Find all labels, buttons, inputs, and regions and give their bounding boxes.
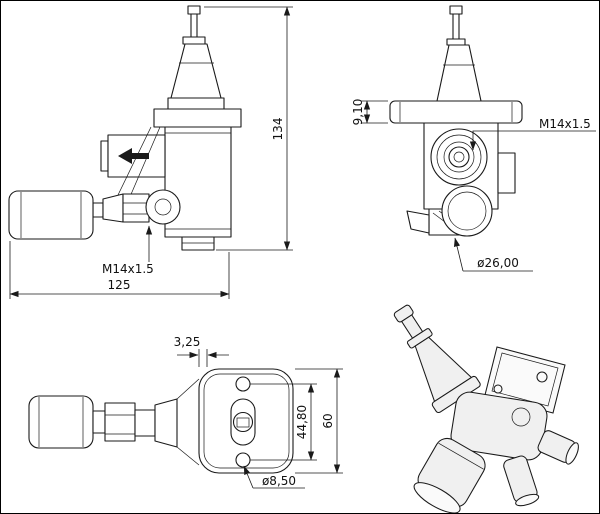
side-tab [497, 152, 516, 194]
nipple [92, 202, 104, 218]
spring-cone [170, 43, 222, 99]
primer-knob [187, 5, 201, 15]
view-mounting-plate: 3,25 44,80 60 ø8,50 [28, 335, 343, 489]
banjo-fitting [145, 189, 181, 225]
spring-cone-front [436, 44, 482, 102]
iso-primer [393, 304, 481, 414]
iso-small-cylinder [503, 455, 540, 507]
dim-overall-length-label: 125 [108, 278, 131, 292]
dim-total-height: 134 [204, 6, 293, 251]
label-front-thread: M14x1.5 [469, 117, 596, 151]
primer-knob-front [449, 5, 463, 15]
threaded-boss [430, 128, 488, 186]
dim-overall-length: 125 [9, 241, 230, 299]
dim-plate-offset: 3,25 [174, 335, 229, 367]
view-side-elevation: 134 125 M14x1.5 [8, 5, 293, 299]
primer-stem [190, 13, 198, 38]
side-thread-label: M14x1.5 [102, 262, 154, 276]
view-isometric [393, 304, 579, 513]
flow-direction-arrow-icon [118, 148, 149, 164]
inlet-port [100, 134, 166, 178]
iso-bottom-cylinder [413, 437, 486, 513]
iso-flange [484, 346, 566, 414]
dim-body-diameter-label: ø26,00 [477, 256, 519, 270]
view-front-elevation: 9,10 M14x1.5 ø26,00 [351, 5, 596, 272]
dim-hole-diameter-label: ø8,50 [262, 474, 296, 488]
bolt-hole-top [235, 376, 251, 392]
dim-plate-height: 60 [295, 368, 343, 474]
primer-cylinder [28, 395, 94, 449]
iso-flange-hole [536, 371, 548, 383]
front-thread-label: M14x1.5 [539, 117, 591, 131]
dim-hole-pitch-label: 44,80 [295, 405, 309, 439]
pump-body [164, 126, 232, 238]
dim-body-diameter: ø26,00 [453, 237, 533, 272]
hex-fitting [122, 193, 150, 223]
dim-flange-thickness-label: 9,10 [351, 99, 365, 126]
mounting-flange-front [389, 100, 523, 124]
primer-collar [182, 36, 206, 45]
lower-port-circle [441, 185, 493, 237]
outlet-stub [181, 236, 215, 251]
cone-base [167, 97, 225, 110]
filter-cylinder [8, 190, 94, 240]
iso-right-port [537, 430, 579, 465]
bolt-hole-bottom [235, 452, 251, 468]
dim-plate-height-label: 60 [321, 413, 335, 428]
label-side-thread: M14x1.5 [102, 225, 154, 276]
dim-flange-thickness: 9,10 [351, 99, 388, 126]
primer-pump-assembly [153, 5, 242, 238]
inlet-cap [100, 140, 109, 172]
hex-fitting-bottom [104, 402, 136, 442]
upper-flange [153, 108, 242, 128]
dim-plate-offset-label: 3,25 [174, 335, 201, 349]
dim-total-height-label: 134 [271, 118, 285, 141]
check-valve-branch [92, 126, 181, 225]
taper-fitting [102, 193, 124, 223]
dim-hole-diameter: ø8,50 [243, 465, 305, 489]
dim-hole-pitch: 44,80 [250, 383, 317, 461]
